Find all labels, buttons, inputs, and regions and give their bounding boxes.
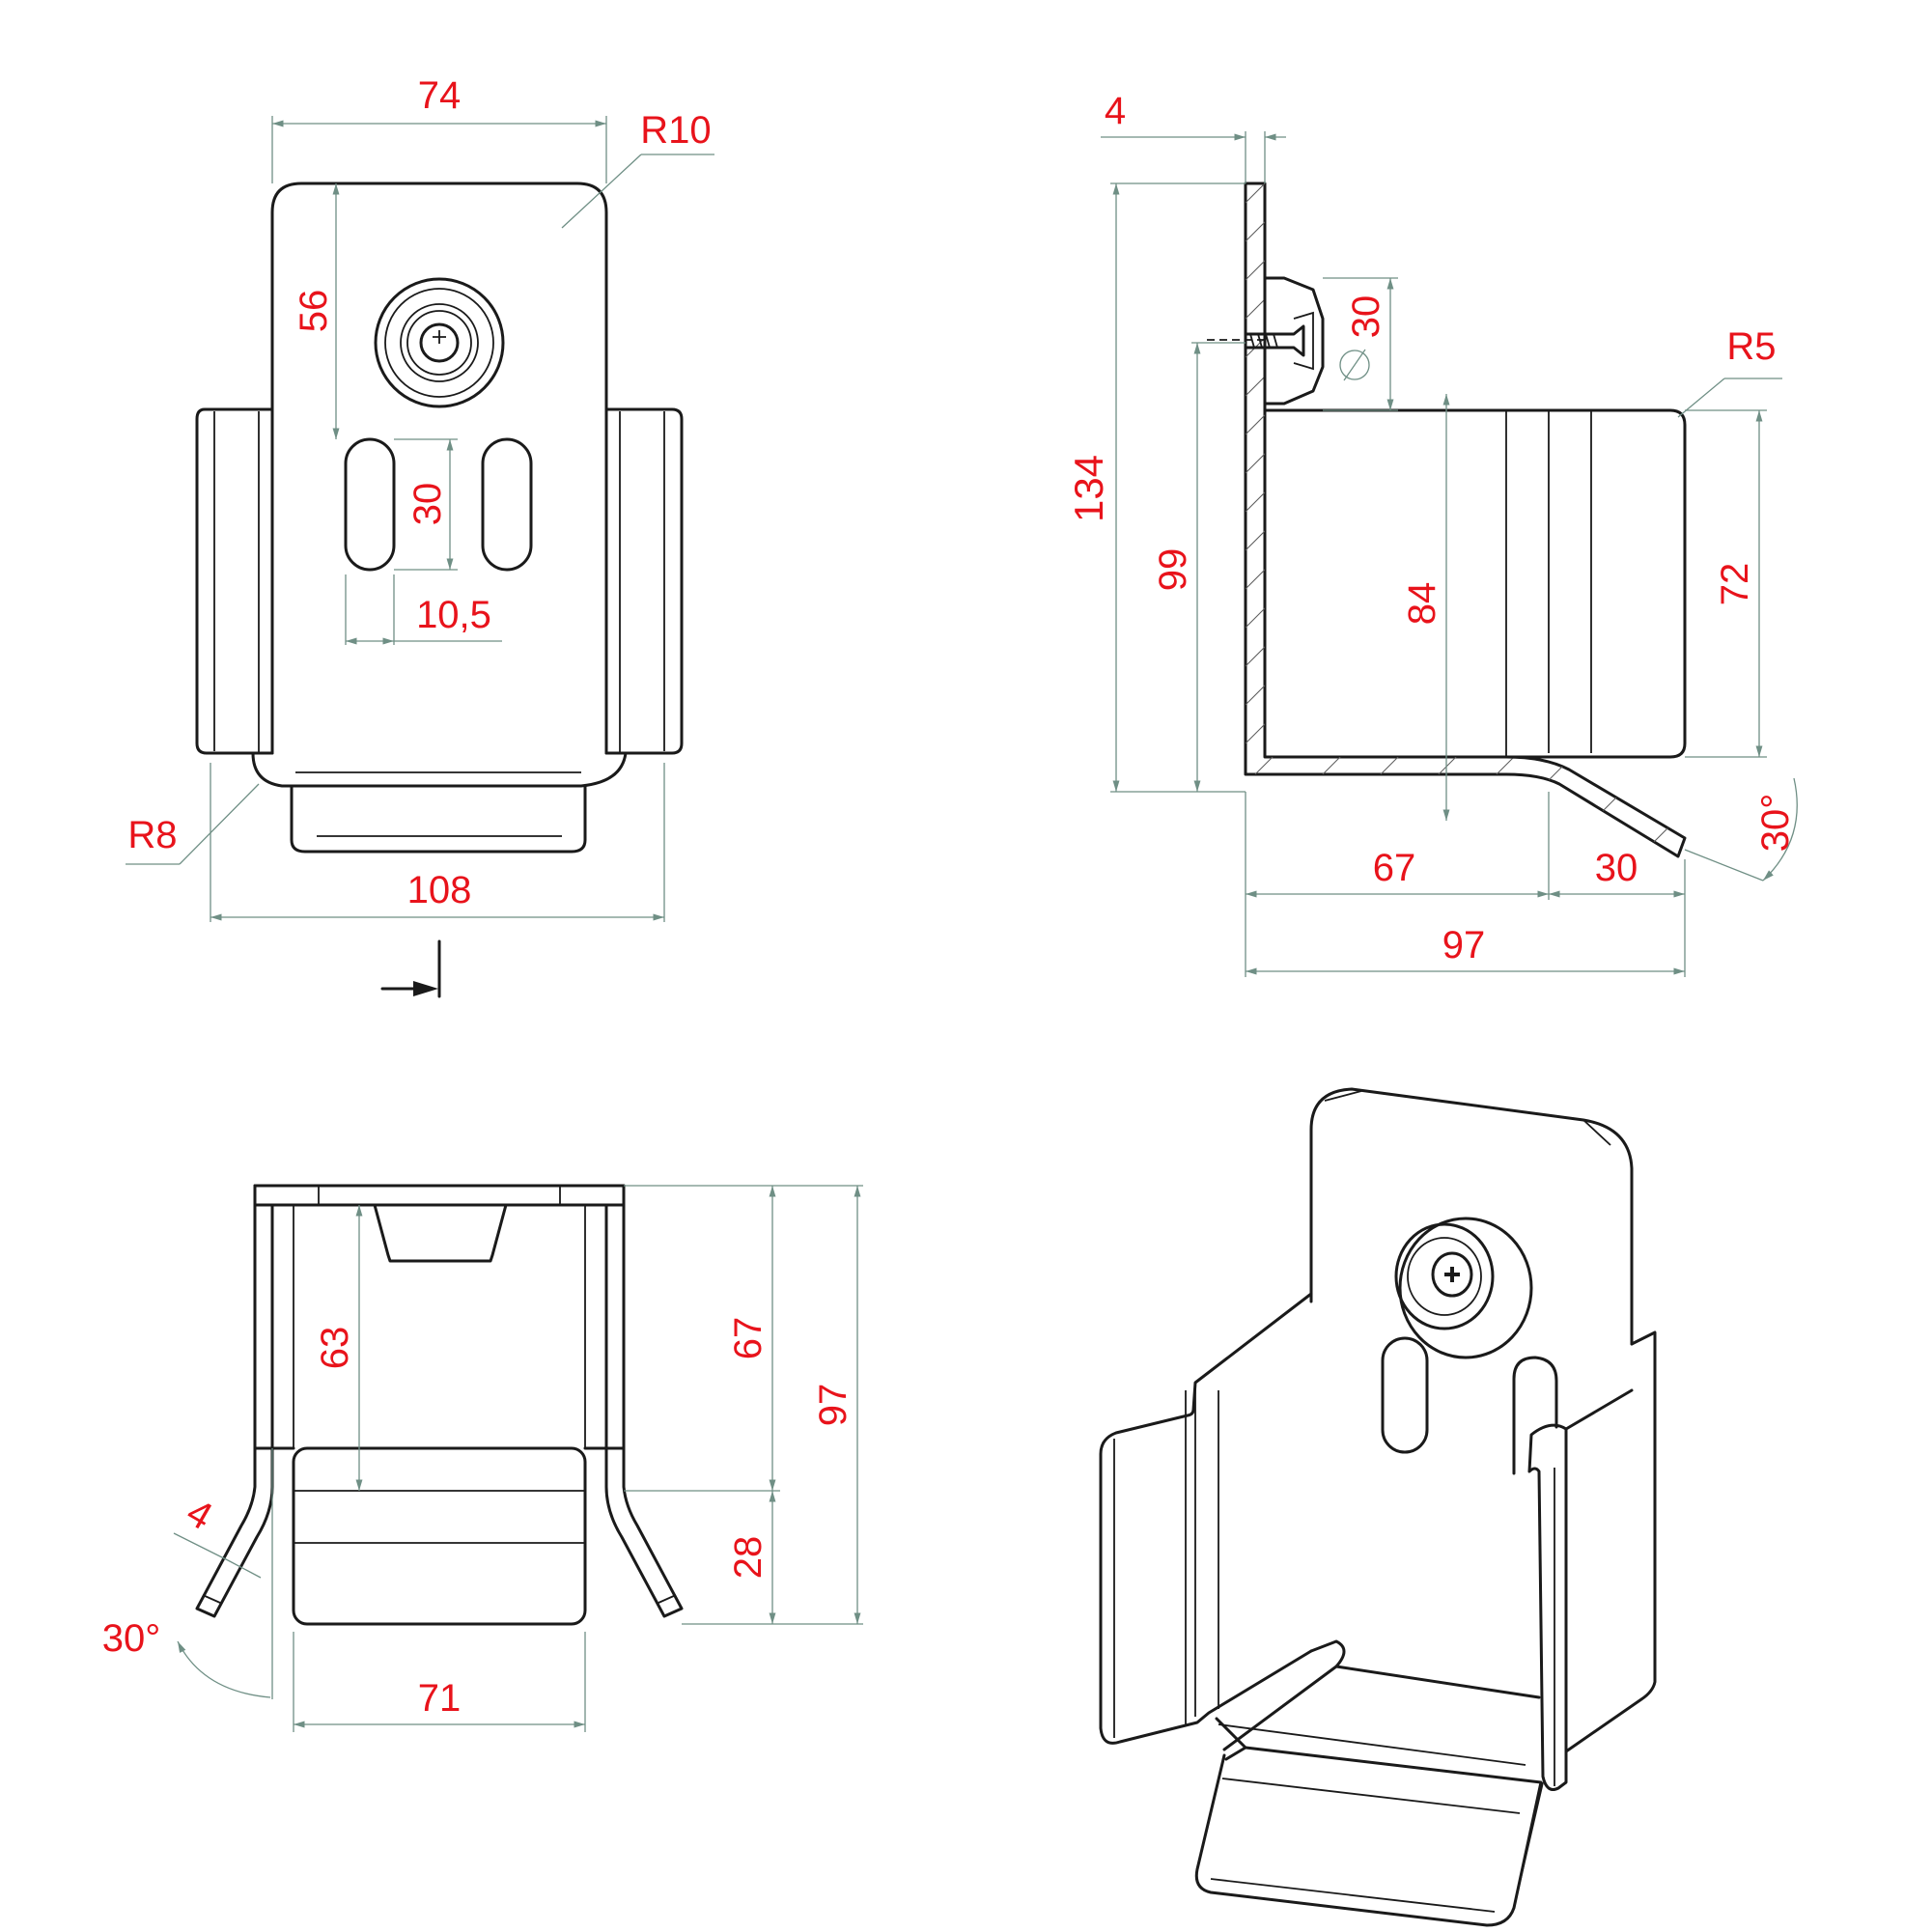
dim-10-5: 10,5: [416, 594, 491, 636]
dim-r5: R5: [1726, 325, 1776, 368]
left-angled-lip: [195, 1446, 274, 1618]
section-profile: [1244, 182, 1687, 858]
dim-72: 72: [1714, 563, 1756, 606]
iso-back-plate: [1309, 1087, 1634, 1346]
slot-left: [344, 437, 396, 572]
side-body: [1263, 408, 1687, 759]
back-plate-outline: [270, 182, 608, 351]
dim-99: 99: [1152, 548, 1194, 592]
dim-67-side: 67: [1373, 847, 1416, 889]
dim-63: 63: [314, 1327, 356, 1370]
iso-front-lip: [1194, 1746, 1543, 1927]
dim-30-slot: 30: [406, 483, 449, 526]
dim-97-side: 97: [1442, 924, 1486, 966]
screw-icon: [1207, 324, 1305, 357]
side-view: 4 134 30 99 84 R5 72 30° 67 30: [1066, 90, 1798, 977]
dim-84: 84: [1401, 582, 1443, 626]
isometric-view: [1099, 1087, 1657, 1927]
top-rim: [253, 1184, 626, 1207]
iso-slot-left: [1381, 1336, 1429, 1454]
left-wing: [195, 407, 274, 755]
dim-108: 108: [407, 869, 472, 911]
dim-4-bottom: 4: [180, 1491, 219, 1538]
iso-slot-right: [1512, 1356, 1558, 1475]
bottom-plate: [292, 1446, 587, 1626]
bottom-lip: [290, 784, 587, 854]
iso-right-wing: [1564, 1330, 1657, 1753]
dim-angle-30: 30°: [1754, 794, 1797, 853]
dim-134: 134: [1066, 455, 1111, 522]
dim-30-lip: 30: [1595, 847, 1638, 889]
dim-angle-30-bottom: 30°: [102, 1617, 161, 1660]
iso-washer-icon: [1394, 1217, 1533, 1359]
dim-4: 4: [1105, 90, 1126, 132]
iso-left-wing: [1099, 1292, 1313, 1745]
washer-screw-icon: [374, 277, 505, 408]
washer-section: [1263, 276, 1325, 406]
front-view: 74 R10 56 30 10,5 R8 108: [126, 74, 714, 998]
slot-right: [481, 437, 533, 572]
washer-tab: [373, 1203, 508, 1263]
right-wing: [604, 407, 684, 755]
dim-67-bottom: 67: [727, 1317, 770, 1360]
right-angled-lip: [604, 1446, 684, 1618]
dim-56: 56: [293, 290, 335, 333]
dim-r8: R8: [127, 814, 177, 856]
dim-74: 74: [418, 74, 462, 117]
bottom-view: 63 67 28 97 4 30° 71: [102, 1184, 863, 1732]
dim-71: 71: [418, 1677, 462, 1720]
dim-30-washer: 30: [1345, 295, 1387, 339]
dim-97-bottom: 97: [812, 1384, 854, 1427]
dim-28: 28: [727, 1536, 770, 1580]
dim-r10: R10: [640, 109, 711, 152]
